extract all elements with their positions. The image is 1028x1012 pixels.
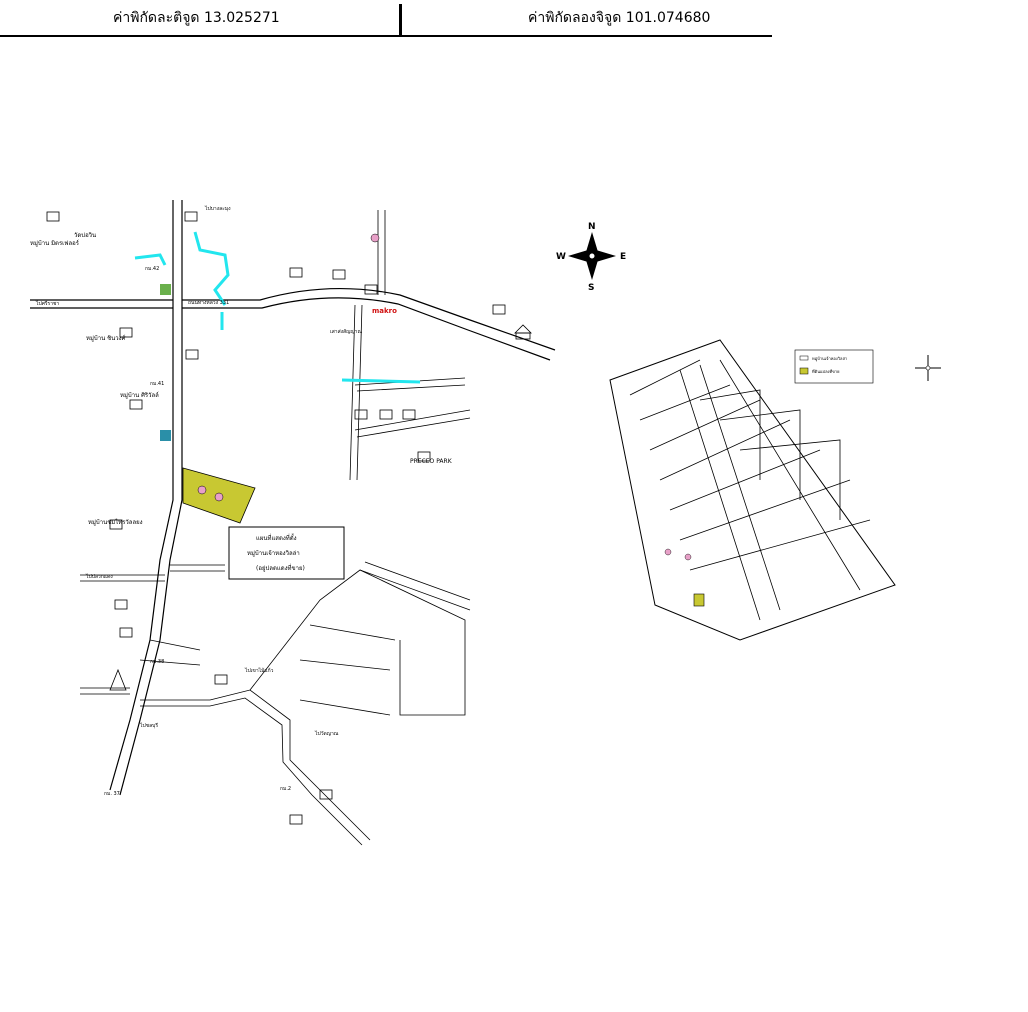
north-branch-road (377, 210, 386, 295)
callout-box (228, 526, 345, 580)
road-pluakdaeng-label: ไปปลวกแดง (85, 573, 113, 580)
side-road (354, 409, 471, 438)
inset-marker-2 (684, 553, 692, 561)
target-marker-2 (214, 492, 224, 502)
road-to-pluakdaeng (80, 574, 165, 582)
coordinate-header: ค่าพิกัดละติจูด 13.025271 ค่าพิกัดลองจิจ… (0, 0, 775, 38)
legend-swatch-1 (799, 355, 809, 361)
to-bang-lamung-label: ไปบางละมุง (204, 205, 231, 212)
road-west-lower (80, 687, 130, 695)
village-sansuk-label: หมู่บ้านชมไทรวัลลยง (88, 518, 143, 526)
compass-e: E (620, 252, 626, 262)
header-rule-right (402, 35, 772, 37)
legend-item1: หมู่บ้านเจ้าหองวิลล่า (812, 356, 847, 362)
prececo-park-label: PRECEO PARK (410, 458, 453, 465)
longitude-label: ค่าพิกัดลองจิจูด 101.074680 (528, 10, 711, 26)
inset-map: หมู่บ้านเจ้าหองวิลล่า ที่ดินแปลงที่ขาย (609, 339, 941, 641)
legend-item2: ที่ดินแปลงที่ขาย (812, 369, 840, 374)
river-segment-1 (134, 253, 167, 266)
km38-label: กม.38 (150, 659, 164, 665)
callout-line2: หมู่บ้านเจ้าหองวิลล่า (247, 550, 300, 557)
road-331-label: ถนนทางหลวง 331 (188, 300, 229, 306)
marker-north (370, 233, 380, 243)
road-east-1 (170, 564, 225, 572)
road-south-east (140, 689, 371, 841)
inset-grid (699, 389, 841, 520)
to-khao-mai-kaew-label: ไปเขาไม้แก้ว (244, 667, 274, 674)
school-icon (514, 324, 532, 340)
road-3138 (359, 561, 471, 611)
makro-label: makro (372, 307, 397, 315)
highway-331-road-edge (119, 200, 183, 796)
legend-swatch-2 (799, 367, 809, 375)
inset-streets-v (679, 359, 861, 621)
village-mitchell-label: หมู่บ้าน มิตรเฟลอร์ (30, 239, 80, 247)
temple-icon (109, 668, 127, 691)
inset-streets-h (629, 359, 871, 571)
road-west-branch (139, 639, 201, 666)
river-segment-4 (341, 378, 421, 384)
road-south-east-edge (140, 697, 363, 846)
gas-station-icon (160, 284, 171, 441)
road-sriracha-label: ไปศรีราชา (35, 300, 59, 307)
compass-w: W (556, 252, 566, 262)
river-segment-2 (193, 231, 230, 306)
km41-label: กม.41 (150, 381, 164, 387)
road-to-makro-edge (182, 297, 551, 361)
inset-marker-1 (664, 548, 672, 556)
header-rule-left (0, 35, 400, 37)
village-siri-label: หมู่บ้าน ศิริวัลล์ (120, 391, 159, 399)
to-wat-yansang-label: ไปวัดญาณ (314, 730, 339, 737)
to-chonburi-label: ไปชลบุรี (139, 722, 158, 729)
callout-line3: (อยู่ปลดแดงที่ขาย) (256, 564, 305, 572)
inset-compass-icon (915, 355, 941, 381)
inset-target-area (693, 593, 705, 607)
km37-label: กม. 37 (104, 791, 120, 797)
south-branch-road (349, 304, 363, 481)
house-icon (46, 211, 506, 825)
district-streets (299, 624, 396, 716)
km2-label: กม.2 (280, 786, 291, 792)
latitude-label: ค่าพิกัดละติจูด 13.025271 (113, 10, 280, 26)
km42-label: กม.42 (145, 266, 159, 272)
compass-s: S (588, 283, 594, 293)
highway-331-road (109, 200, 174, 791)
pole-label: เสาส่งสัญญาณ (330, 329, 362, 335)
village-chinnawong-label: หมู่บ้าน ชินวงศ์ (86, 334, 126, 342)
inset-legend (794, 349, 874, 384)
compass-n: N (588, 222, 596, 232)
header-divider (399, 4, 402, 37)
wat-bo-win-label: วัดบ่อวิน (74, 232, 96, 239)
callout-line1: แผนที่แสดงที่ตั้ง (256, 532, 297, 542)
road-to-makro (182, 287, 556, 351)
district-outline (249, 569, 466, 716)
main-map: แผนที่แสดงที่ตั้ง หมู่บ้านเจ้าหองวิลล่า … (30, 200, 626, 846)
compass-rose-icon: N S W E (556, 222, 626, 293)
target-marker-1 (197, 485, 207, 495)
